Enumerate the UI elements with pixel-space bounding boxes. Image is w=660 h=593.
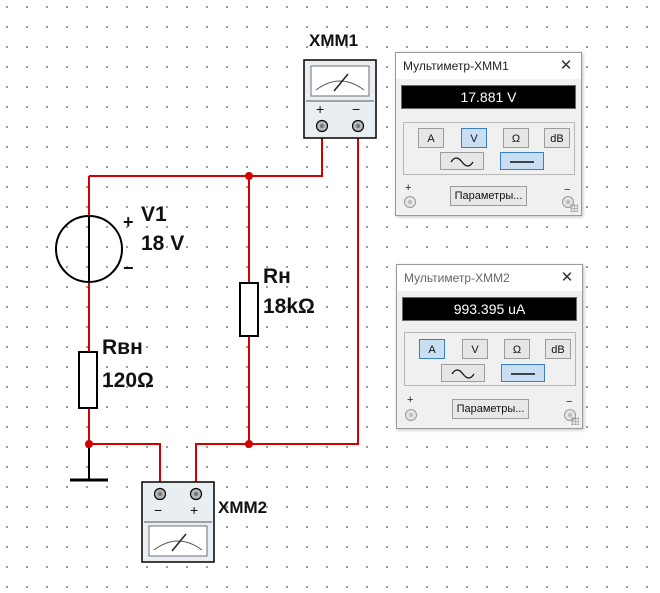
r-load-value: 18kΩ	[263, 295, 315, 318]
wire-xmm2-minus	[89, 443, 161, 490]
xmm2-plus-terminal	[189, 487, 203, 501]
v1-minus-sign: −	[123, 258, 134, 278]
xmm2-mode-ohm-button[interactable]: Ω	[504, 339, 530, 359]
xmm2-mode-ampere-button[interactable]: A	[419, 339, 445, 359]
junction-bottom-mid	[245, 440, 253, 448]
v1-value: 18 V	[141, 232, 185, 255]
xmm1-label: XMM1	[309, 31, 359, 50]
xmm2-minus-label: −	[566, 396, 573, 408]
xmm1-params-button[interactable]: Параметры...	[450, 186, 527, 206]
xmm2-label: XMM2	[218, 498, 268, 517]
xmm2-controls-panel: A V Ω dB	[404, 332, 576, 386]
xmm1-mode-volt-button[interactable]: V	[461, 128, 487, 148]
r-internal-value: 120Ω	[102, 369, 154, 392]
xmm2-plus-jack[interactable]	[405, 409, 417, 421]
xmm1-ac-button[interactable]	[440, 152, 484, 170]
xmm1-plus-jack[interactable]	[404, 196, 416, 208]
multimeter-xmm2-symbol[interactable]	[141, 481, 215, 563]
xmm1-display: 17.881 V	[401, 85, 576, 109]
v1-name: V1	[141, 203, 167, 226]
xmm1-mode-ohm-button[interactable]: Ω	[503, 128, 529, 148]
xmm1-titlebar[interactable]: Мультиметр-XMM1 ✕	[396, 53, 581, 79]
wire-top	[89, 130, 323, 177]
close-icon[interactable]: ✕	[559, 57, 573, 74]
xmm1-controls-panel: A V Ω dB	[403, 122, 575, 175]
xmm2-mode-db-button[interactable]: dB	[545, 339, 571, 359]
xmm1-minus-terminal	[351, 119, 365, 133]
ground-symbol	[70, 444, 108, 482]
xmm1-minus-label: −	[564, 184, 571, 196]
xmm1-plus-label: +	[405, 182, 412, 194]
sine-wave-icon	[450, 157, 474, 167]
xmm2-minus-terminal	[153, 487, 167, 501]
sine-wave-icon	[451, 369, 475, 379]
xmm1-minus-sign: −	[352, 101, 361, 117]
xmm1-plus-sign: +	[316, 101, 325, 117]
xmm1-dc-button[interactable]	[500, 152, 544, 170]
wire-xmm1-minus	[195, 130, 359, 490]
xmm2-title: Мультиметр-XMM2	[404, 271, 510, 285]
xmm1-mode-ampere-button[interactable]: A	[418, 128, 444, 148]
xmm2-ac-button[interactable]	[441, 364, 485, 382]
xmm2-display: 993.395 uA	[402, 297, 577, 321]
xmm2-plus-label: +	[407, 394, 414, 406]
xmm1-plus-terminal	[315, 119, 329, 133]
multimeter-xmm1-window[interactable]: Мультиметр-XMM1 ✕ 17.881 V A V Ω dB + Па…	[395, 52, 582, 216]
junction-top	[245, 172, 253, 180]
junction-bottom-left	[85, 440, 93, 448]
multimeter-xmm1-symbol[interactable]	[303, 59, 377, 139]
multimeter-xmm2-window[interactable]: Мультиметр-XMM2 ✕ 993.395 uA A V Ω dB + …	[396, 264, 583, 429]
v1-plus-sign: +	[123, 212, 134, 232]
xmm1-mode-db-button[interactable]: dB	[544, 128, 570, 148]
resistor-r-internal[interactable]	[78, 351, 98, 409]
voltage-source-v1[interactable]	[55, 215, 123, 283]
resize-grip-icon[interactable]	[571, 417, 579, 425]
resistor-r-load[interactable]	[239, 282, 259, 337]
wires	[88, 130, 359, 490]
junctions	[85, 172, 253, 448]
dc-line-icon	[511, 373, 535, 375]
dc-line-icon	[510, 161, 534, 163]
resize-grip-icon[interactable]	[570, 204, 578, 212]
close-icon[interactable]: ✕	[560, 269, 574, 286]
r-internal-name: Rвн	[102, 336, 143, 359]
xmm2-mode-volt-button[interactable]: V	[462, 339, 488, 359]
xmm2-titlebar[interactable]: Мультиметр-XMM2 ✕	[397, 265, 582, 291]
xmm2-dc-button[interactable]	[501, 364, 545, 382]
xmm1-title: Мультиметр-XMM1	[403, 59, 509, 73]
xmm2-minus-sign: −	[154, 502, 163, 518]
r-load-name: Rн	[263, 265, 291, 288]
xmm2-plus-sign: +	[190, 502, 199, 518]
xmm2-params-button[interactable]: Параметры...	[452, 399, 529, 419]
